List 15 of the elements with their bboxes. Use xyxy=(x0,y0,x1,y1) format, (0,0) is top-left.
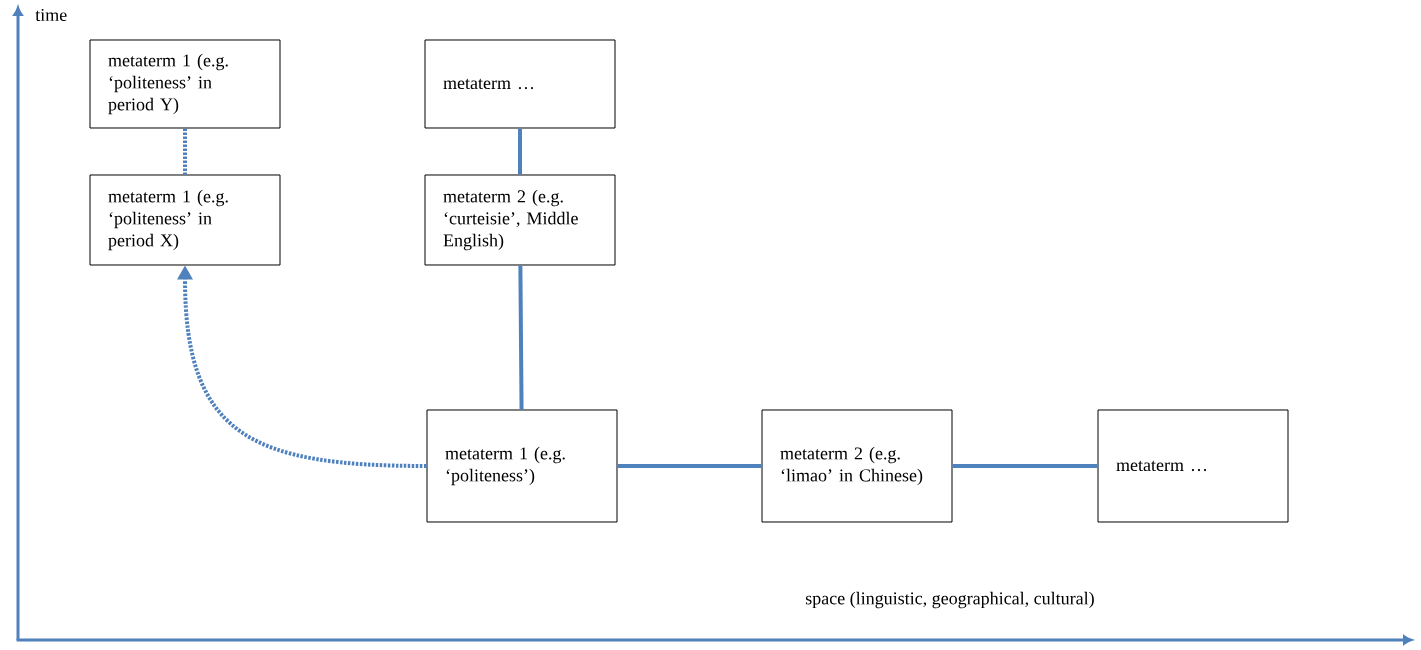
connector-line xyxy=(183,128,187,175)
axis-label: space (linguistic, geographical, cultural) xyxy=(805,591,1094,609)
term-box: metaterm … xyxy=(1097,409,1289,523)
connector-line xyxy=(617,464,762,468)
axis-label: time xyxy=(35,8,67,22)
term-box: metaterm 2 (e.g. ‘limao’ in Chinese) xyxy=(761,409,953,523)
term-box: metaterm … xyxy=(424,39,616,129)
connector-line xyxy=(177,265,427,468)
connector-line xyxy=(518,128,522,175)
term-box: metaterm 1 (e.g. ‘politeness’) xyxy=(426,409,618,523)
term-box: metaterm 1 (e.g. ‘politeness’ in period X) xyxy=(89,174,281,266)
term-box: metaterm 1 (e.g. ‘politeness’ in period Y) xyxy=(89,39,281,129)
connector-line xyxy=(952,464,1098,468)
term-box: metaterm 2 (e.g. ‘curteisie’, Middle English) xyxy=(424,174,616,266)
connector-line xyxy=(518,265,524,410)
